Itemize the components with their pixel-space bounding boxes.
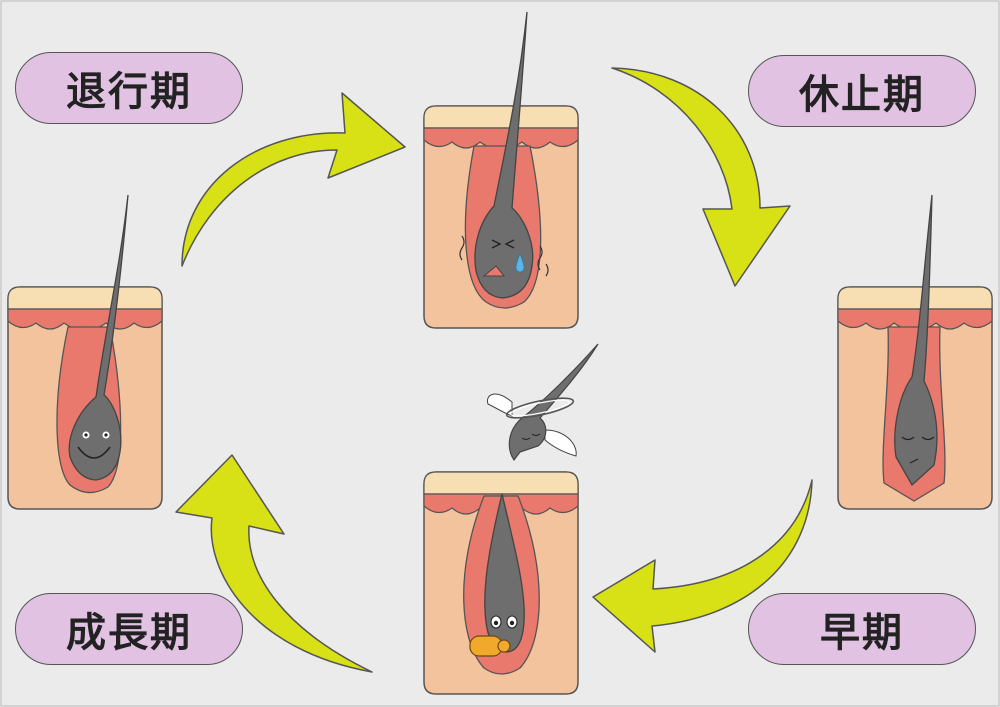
pacifier-icon: [469, 635, 511, 657]
hair-follicle-top: [423, 11, 579, 329]
hair-follicle-right: [837, 194, 993, 510]
stage-label-resting: 休止期: [748, 55, 976, 127]
stage-label-growth: 成長期: [15, 593, 243, 665]
tear-icon: [515, 252, 525, 273]
hair-follicle-left: [7, 194, 163, 510]
cycle-arrow-icon: [175, 67, 813, 673]
stage-label-early: 早期: [748, 593, 976, 665]
hair-follicle-bottom: [423, 471, 579, 695]
angel-hair-icon: [486, 343, 599, 462]
stage-label-regression: 退行期: [15, 52, 243, 124]
